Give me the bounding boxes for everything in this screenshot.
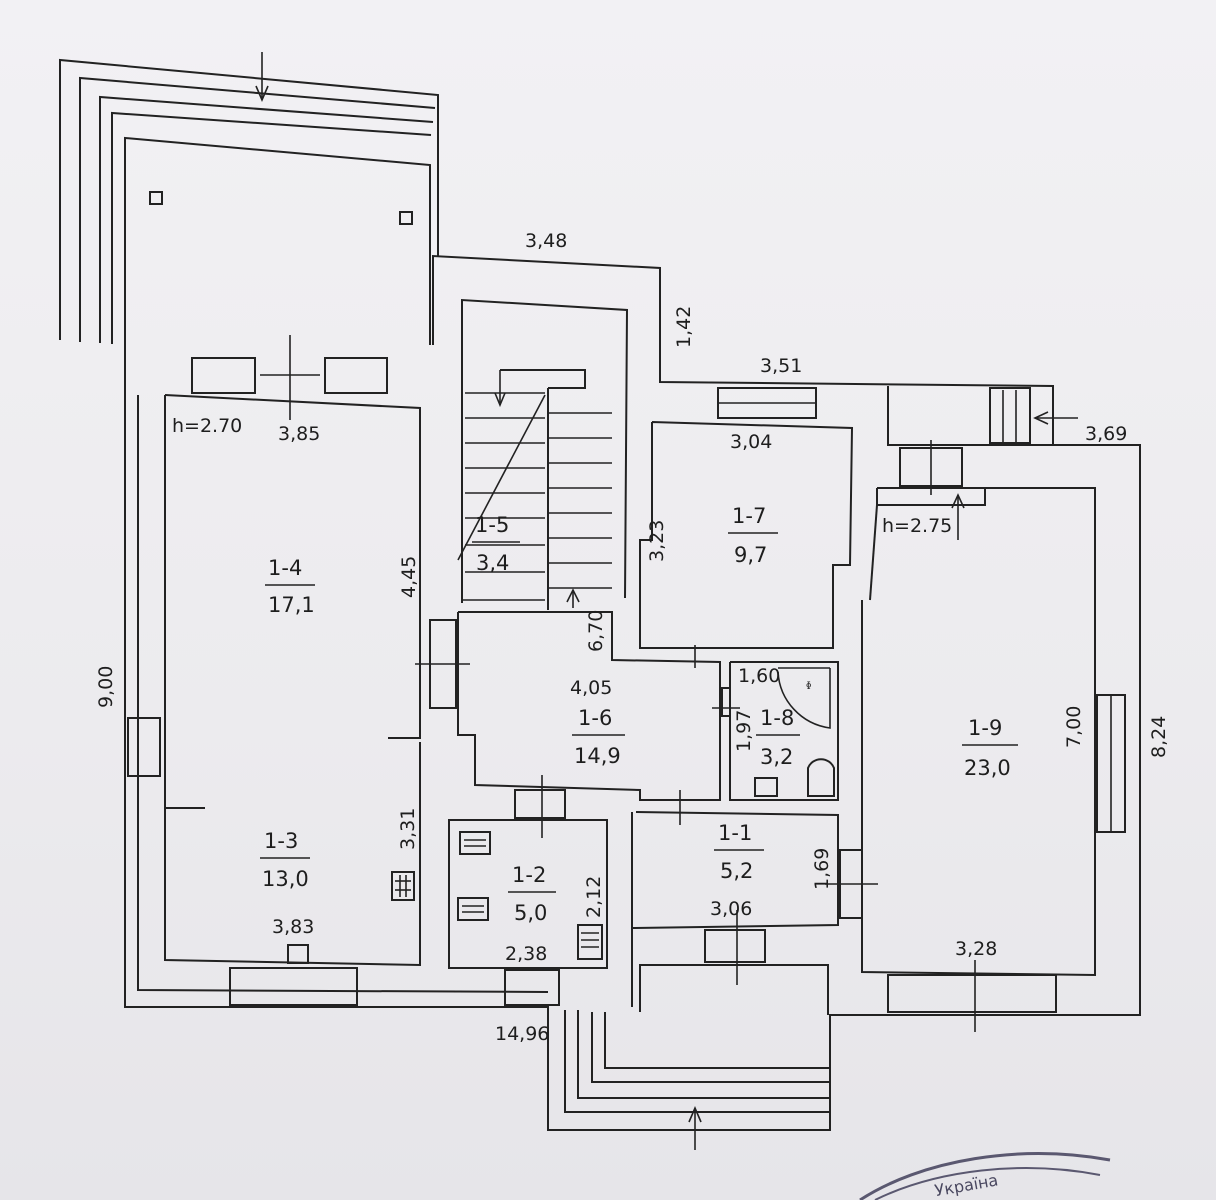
room-area: 3,4 [476, 551, 509, 575]
room-label-1-1: 1-1 5,2 [714, 821, 764, 883]
room-label-1-8: 1-8 3,2 [756, 706, 800, 769]
stamp-text: Україна [933, 1170, 999, 1200]
room-1-8-walls: ᶲ [729, 661, 839, 801]
room-1-2-walls [448, 775, 608, 1006]
room-id: 1-6 [578, 706, 612, 730]
dim-r16-width: 4,05 [570, 677, 612, 699]
room-area: 9,7 [734, 543, 767, 567]
dim-r15-height: 6,70 [585, 610, 607, 652]
room-label-1-4: 1-4 17,1 [265, 556, 315, 617]
dim-r13-width: 3,83 [272, 916, 314, 938]
room-1-4-walls [127, 335, 421, 1006]
dim-r18-height: 1,97 [733, 710, 755, 752]
room-label-1-9: 1-9 23,0 [962, 716, 1018, 780]
room-1-9-walls [861, 386, 1126, 1032]
room-id: 1-7 [732, 504, 766, 528]
room-area: 5,0 [514, 901, 547, 925]
room-1-1-walls [631, 790, 878, 985]
room-label-1-3: 1-3 13,0 [260, 829, 310, 891]
room-id: 1-2 [512, 863, 546, 887]
dim-r11-height: 1,69 [811, 848, 833, 890]
bottom-porch [564, 928, 830, 1150]
room-area: 5,2 [720, 859, 753, 883]
room-area: 3,2 [760, 745, 793, 769]
ceiling-height-left: h=2.70 [172, 415, 242, 437]
dim-r12-width: 2,38 [505, 943, 547, 965]
dim-r14-height: 4,45 [398, 556, 420, 598]
room-id: 1-4 [268, 556, 302, 580]
dim-r17-height: 3,23 [646, 520, 668, 562]
dim-step-height: 1,42 [673, 306, 695, 348]
dim-r18-width: 1,60 [738, 665, 780, 687]
room-label-1-7: 1-7 9,7 [728, 504, 778, 567]
room-area: 13,0 [262, 867, 309, 891]
room-id: 1-9 [968, 716, 1002, 740]
dim-r17-width: 3,04 [730, 431, 772, 453]
room-1-7-walls [639, 387, 854, 668]
dim-right-height: 8,24 [1148, 716, 1170, 758]
room-label-1-2: 1-2 5,0 [508, 863, 556, 925]
dim-overall-height: 9,00 [95, 666, 117, 708]
ceiling-height-right: h=2.75 [882, 515, 952, 537]
dim-r19-height: 7,00 [1063, 706, 1085, 748]
room-area: 17,1 [268, 593, 315, 617]
dim-r13-height: 3,31 [397, 808, 419, 850]
top-terrace [59, 58, 439, 345]
dim-right-step: 3,51 [760, 355, 802, 377]
outer-wall-inner-line [137, 395, 549, 993]
dim-r19-width: 3,28 [955, 938, 997, 960]
dim-right-porch: 3,69 [1085, 423, 1127, 445]
dim-r12-height: 2,12 [583, 876, 605, 918]
room-id: 1-5 [475, 513, 509, 537]
dim-top-width: 3,48 [525, 230, 567, 252]
stair-1-5 [457, 298, 629, 610]
room-area: 23,0 [964, 756, 1011, 780]
dim-r11-width: 3,06 [710, 898, 752, 920]
room-id: 1-1 [718, 821, 752, 845]
stamp [859, 1152, 1111, 1200]
svg-text:ᶲ: ᶲ [806, 680, 812, 696]
dim-overall-width: 14,96 [495, 1023, 549, 1045]
room-label-1-5: 1-5 3,4 [472, 513, 520, 575]
room-1-6-walls [415, 611, 740, 801]
room-id: 1-8 [760, 706, 794, 730]
outer-wall [124, 254, 1141, 1131]
room-area: 14,9 [574, 744, 621, 768]
room-label-1-6: 1-6 14,9 [572, 706, 625, 768]
entrance-arrow-top [255, 52, 269, 103]
room-id: 1-3 [264, 829, 298, 853]
dim-r14-width: 3,85 [278, 423, 320, 445]
